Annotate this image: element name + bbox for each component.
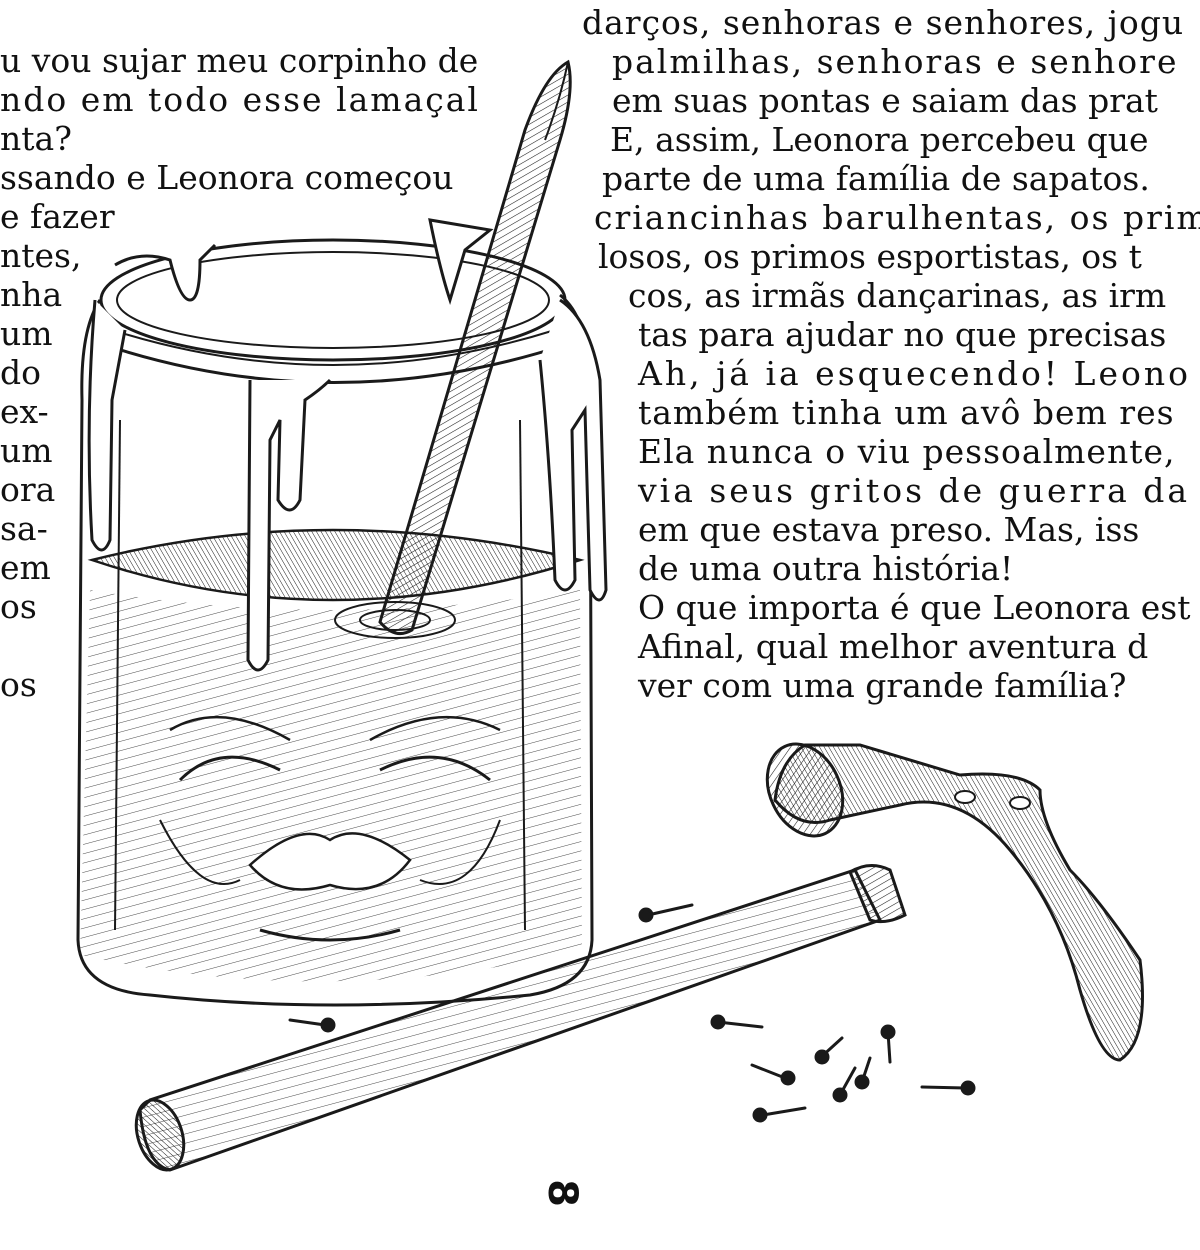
left-line-9: do xyxy=(0,353,41,392)
left-line-4: ssando e Leonora começou xyxy=(0,158,454,197)
right-line-11: também tinha um avô bem res xyxy=(638,393,1175,432)
right-line-9: tas para ajudar no que precisas xyxy=(638,315,1167,354)
right-line-14: em que estava preso. Mas, iss xyxy=(638,510,1140,549)
page-number: 8 xyxy=(538,1179,585,1207)
right-line-16: O que importa é que Leonora est xyxy=(638,588,1191,627)
left-line-3: nta? xyxy=(0,119,72,158)
left-line-11: um xyxy=(0,431,53,470)
metal-file-icon xyxy=(378,59,572,636)
left-line-8: um xyxy=(0,314,53,353)
left-line-16: os xyxy=(0,665,37,704)
left-line-10: ex- xyxy=(0,392,49,431)
left-line-13: sa- xyxy=(0,509,48,548)
left-line-1: u vou sujar meu corpinho de xyxy=(0,41,479,80)
right-line-5: parte de uma família de sapatos. xyxy=(602,159,1150,198)
right-line-2: palmilhas, senhoras e senhore xyxy=(612,42,1179,81)
hammer-icon xyxy=(134,742,1144,1172)
left-line-6: ntes, xyxy=(0,236,82,275)
right-line-3: em suas pontas e saiam das prat xyxy=(612,81,1158,120)
right-line-17: Afinal, qual melhor aventura d xyxy=(638,627,1149,666)
left-line-5: e fazer xyxy=(0,197,115,236)
left-line-12: ora xyxy=(0,470,56,509)
right-line-4: E, assim, Leonora percebeu que xyxy=(610,120,1149,159)
glass-jar-with-face-icon xyxy=(76,218,608,1007)
left-line-15: os xyxy=(0,587,37,626)
left-line-2: ndo em todo esse lamaçal xyxy=(0,80,480,119)
right-line-6: criancinhas barulhentas, os prim xyxy=(594,198,1200,237)
left-line-14: em xyxy=(0,548,51,587)
right-line-13: via seus gritos de guerra da s xyxy=(638,471,1200,510)
right-line-18: ver com uma grande família? xyxy=(638,666,1127,705)
right-line-15: de uma outra história! xyxy=(638,549,1014,588)
right-line-7: losos, os primos esportistas, os t xyxy=(598,237,1142,276)
right-line-12: Ela nunca o viu pessoalmente, xyxy=(638,432,1176,471)
scattered-nails-icon xyxy=(288,903,976,1123)
right-line-8: cos, as irmãs dançarinas, as irm xyxy=(628,276,1167,315)
right-line-10: Ah, já ia esquecendo! Leono xyxy=(638,354,1191,393)
right-line-1: darços, senhoras e senhores, jogu xyxy=(582,3,1185,42)
left-line-7: nha xyxy=(0,275,63,314)
